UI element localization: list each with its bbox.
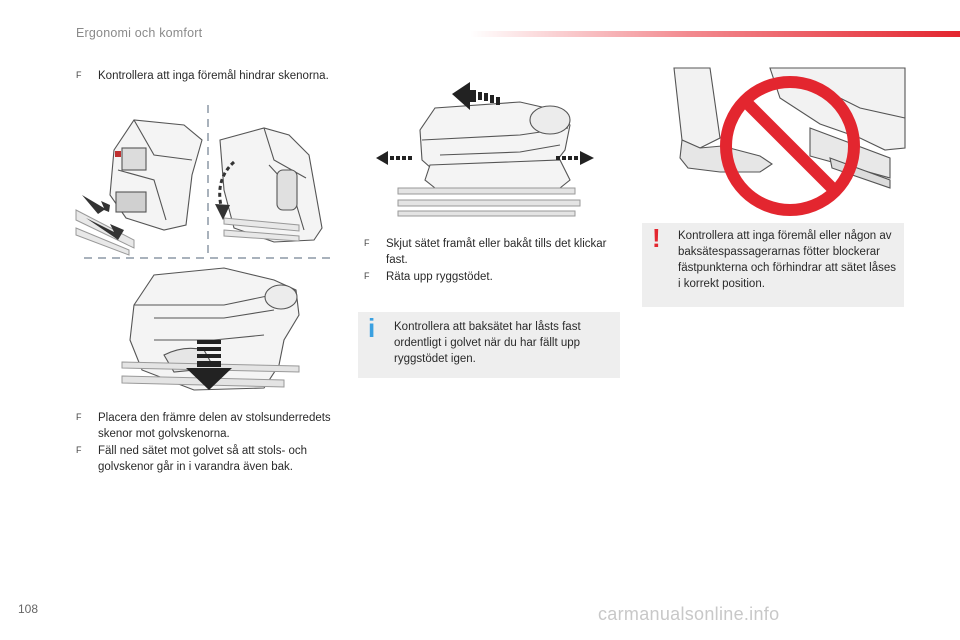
info-box: i Kontrollera att baksätet har låsts fas… bbox=[358, 312, 620, 378]
info-icon: i bbox=[368, 314, 375, 342]
header-accent-bar bbox=[470, 31, 960, 37]
warning-box: ! Kontrollera att inga föremål eller någ… bbox=[642, 223, 904, 307]
info-text: Kontrollera att baksätet har låsts fast … bbox=[394, 319, 614, 367]
prohibited-foot-illustration bbox=[660, 68, 905, 218]
bullet-text: Placera den främre delen av stolsunderre… bbox=[98, 412, 331, 440]
bullets-middle: F Skjut sätet framåt eller bakåt tills d… bbox=[364, 236, 624, 286]
section-title: Ergonomi och komfort bbox=[76, 26, 202, 40]
bullet-item: F Fäll ned sätet mot golvet så att stols… bbox=[76, 443, 346, 475]
bullet-item: F Räta upp ryggstödet. bbox=[364, 269, 624, 285]
seat-rail-illustration bbox=[74, 100, 334, 400]
page-number: 108 bbox=[18, 602, 38, 616]
bullets-bottom: F Placera den främre delen av stolsunder… bbox=[76, 410, 346, 476]
bullet-text: Kontrollera att inga föremål hindrar ske… bbox=[98, 70, 329, 82]
bullet-marker: F bbox=[364, 239, 373, 248]
seat-slide-illustration bbox=[370, 80, 610, 220]
warning-icon: ! bbox=[652, 224, 661, 252]
bullet-text: Fäll ned sätet mot golvet så att stols- … bbox=[98, 445, 307, 473]
bullet-marker: F bbox=[76, 71, 85, 80]
bullet-marker: F bbox=[364, 272, 373, 281]
watermark: carmanualsonline.info bbox=[598, 604, 779, 625]
bullet-item: F Skjut sätet framåt eller bakåt tills d… bbox=[364, 236, 624, 268]
bullet-item: F Kontrollera att inga föremål hindrar s… bbox=[76, 68, 366, 84]
bullet-marker: F bbox=[76, 446, 85, 455]
bullet-item: F Placera den främre delen av stolsunder… bbox=[76, 410, 346, 442]
bullet-text: Skjut sätet framåt eller bakåt tills det… bbox=[386, 238, 607, 266]
bullet-text: Räta upp ryggstödet. bbox=[386, 271, 493, 283]
warning-text: Kontrollera att inga föremål eller någon… bbox=[678, 228, 898, 292]
bullets-top: F Kontrollera att inga föremål hindrar s… bbox=[76, 68, 366, 85]
bullet-marker: F bbox=[76, 413, 85, 422]
